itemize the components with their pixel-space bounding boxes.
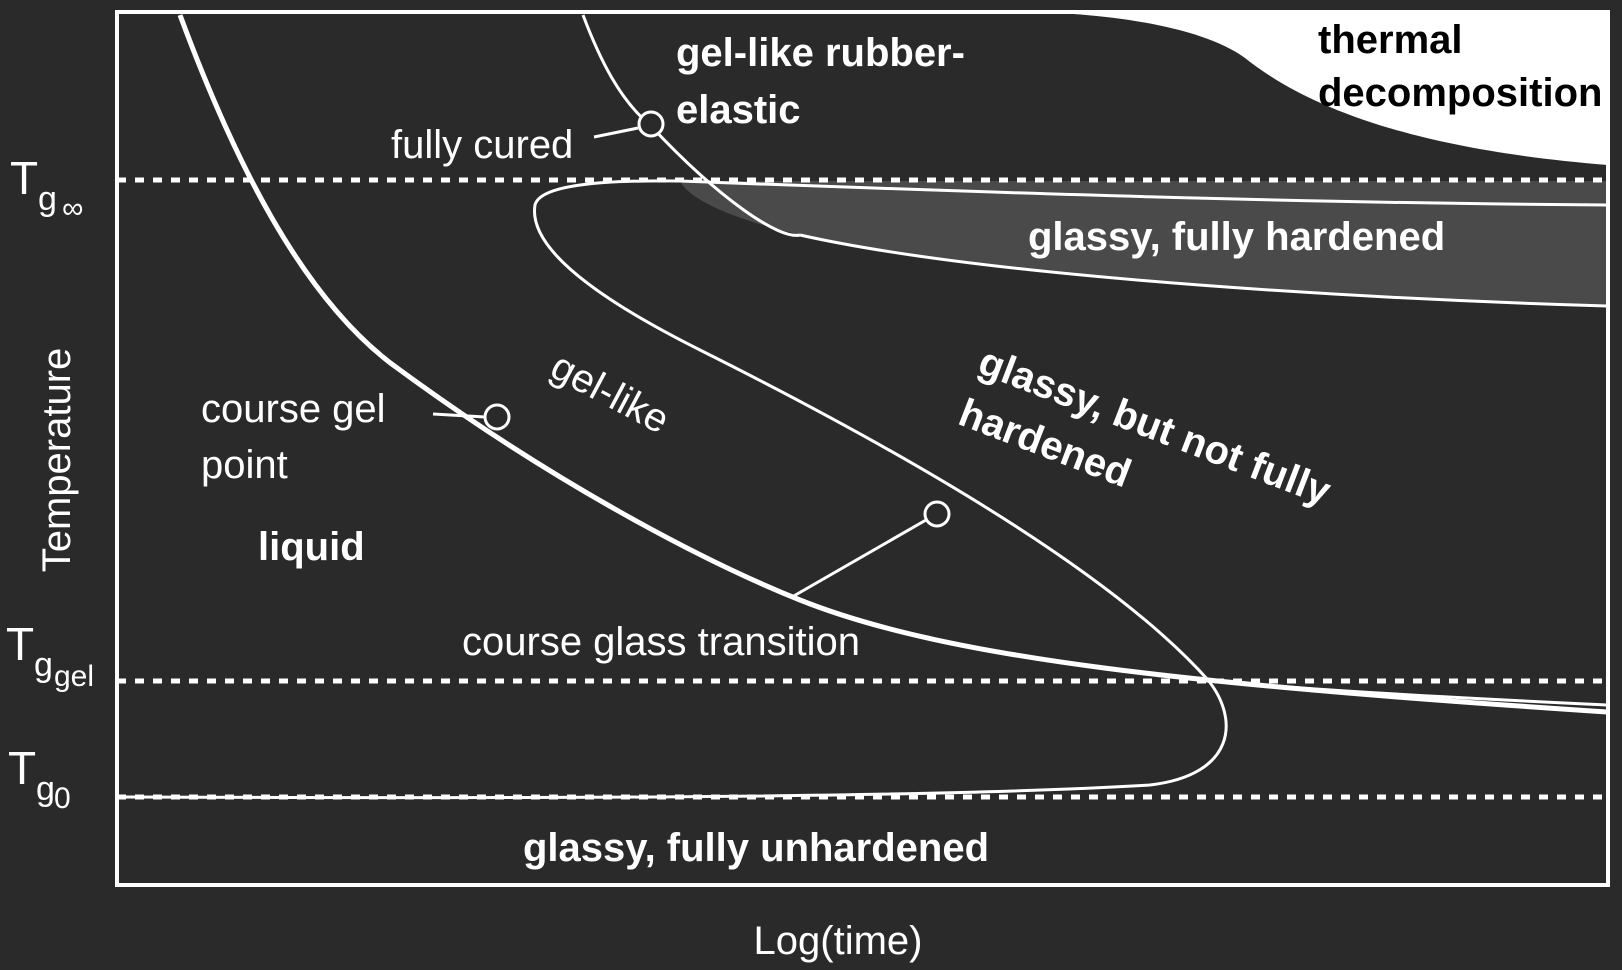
thermal-decomposition-label: thermal decomposition [1318, 18, 1602, 115]
fully-cured-label: fully cured [391, 123, 573, 167]
gel-point-leader [432, 412, 486, 419]
glassy-fully-hardened-label: glassy, fully hardened [1028, 215, 1445, 259]
svg-text:T: T [6, 618, 34, 670]
vitrification-upper-curve [532, 179, 1210, 681]
glassy-hardened-region [680, 181, 1607, 306]
fully-cured-leader [593, 126, 639, 139]
svg-text:T: T [10, 152, 38, 204]
svg-text:∞: ∞ [62, 192, 83, 225]
hardened-bottom-curve [799, 233, 1608, 308]
svg-text:T: T [8, 742, 36, 794]
glass-transition-leader [791, 518, 927, 599]
gelation-curve [177, 14, 1608, 715]
course-glass-transition-label: course glass transition [462, 620, 860, 664]
tg-inf-label: T g ∞ [10, 152, 83, 225]
y-axis-label: Temperature [35, 348, 79, 573]
gel-point-marker [483, 403, 511, 431]
fully-cured-marker [637, 110, 665, 138]
svg-text:g: g [34, 646, 53, 684]
course-gel-point-label: course gel point [201, 387, 397, 487]
svg-text:gel: gel [54, 660, 94, 693]
liquid-label: liquid [258, 525, 365, 569]
thermal-decomposition-region [1015, 12, 1608, 165]
x-axis-label: Log(time) [754, 919, 923, 963]
tg-gel-label: T g gel [6, 618, 94, 693]
svg-text:g: g [38, 180, 57, 218]
glass-transition-marker [923, 500, 951, 528]
tg-0-label: T g 0 [8, 742, 71, 815]
hardened-top-curve [679, 179, 1608, 207]
svg-text:0: 0 [54, 782, 71, 815]
gel-rubber-elastic-label: gel-like rubber- elastic [676, 31, 976, 132]
svg-text:g: g [36, 770, 55, 808]
plot-frame [115, 10, 1610, 887]
glassy-fully-unhardened-label: glassy, fully unhardened [523, 826, 989, 870]
